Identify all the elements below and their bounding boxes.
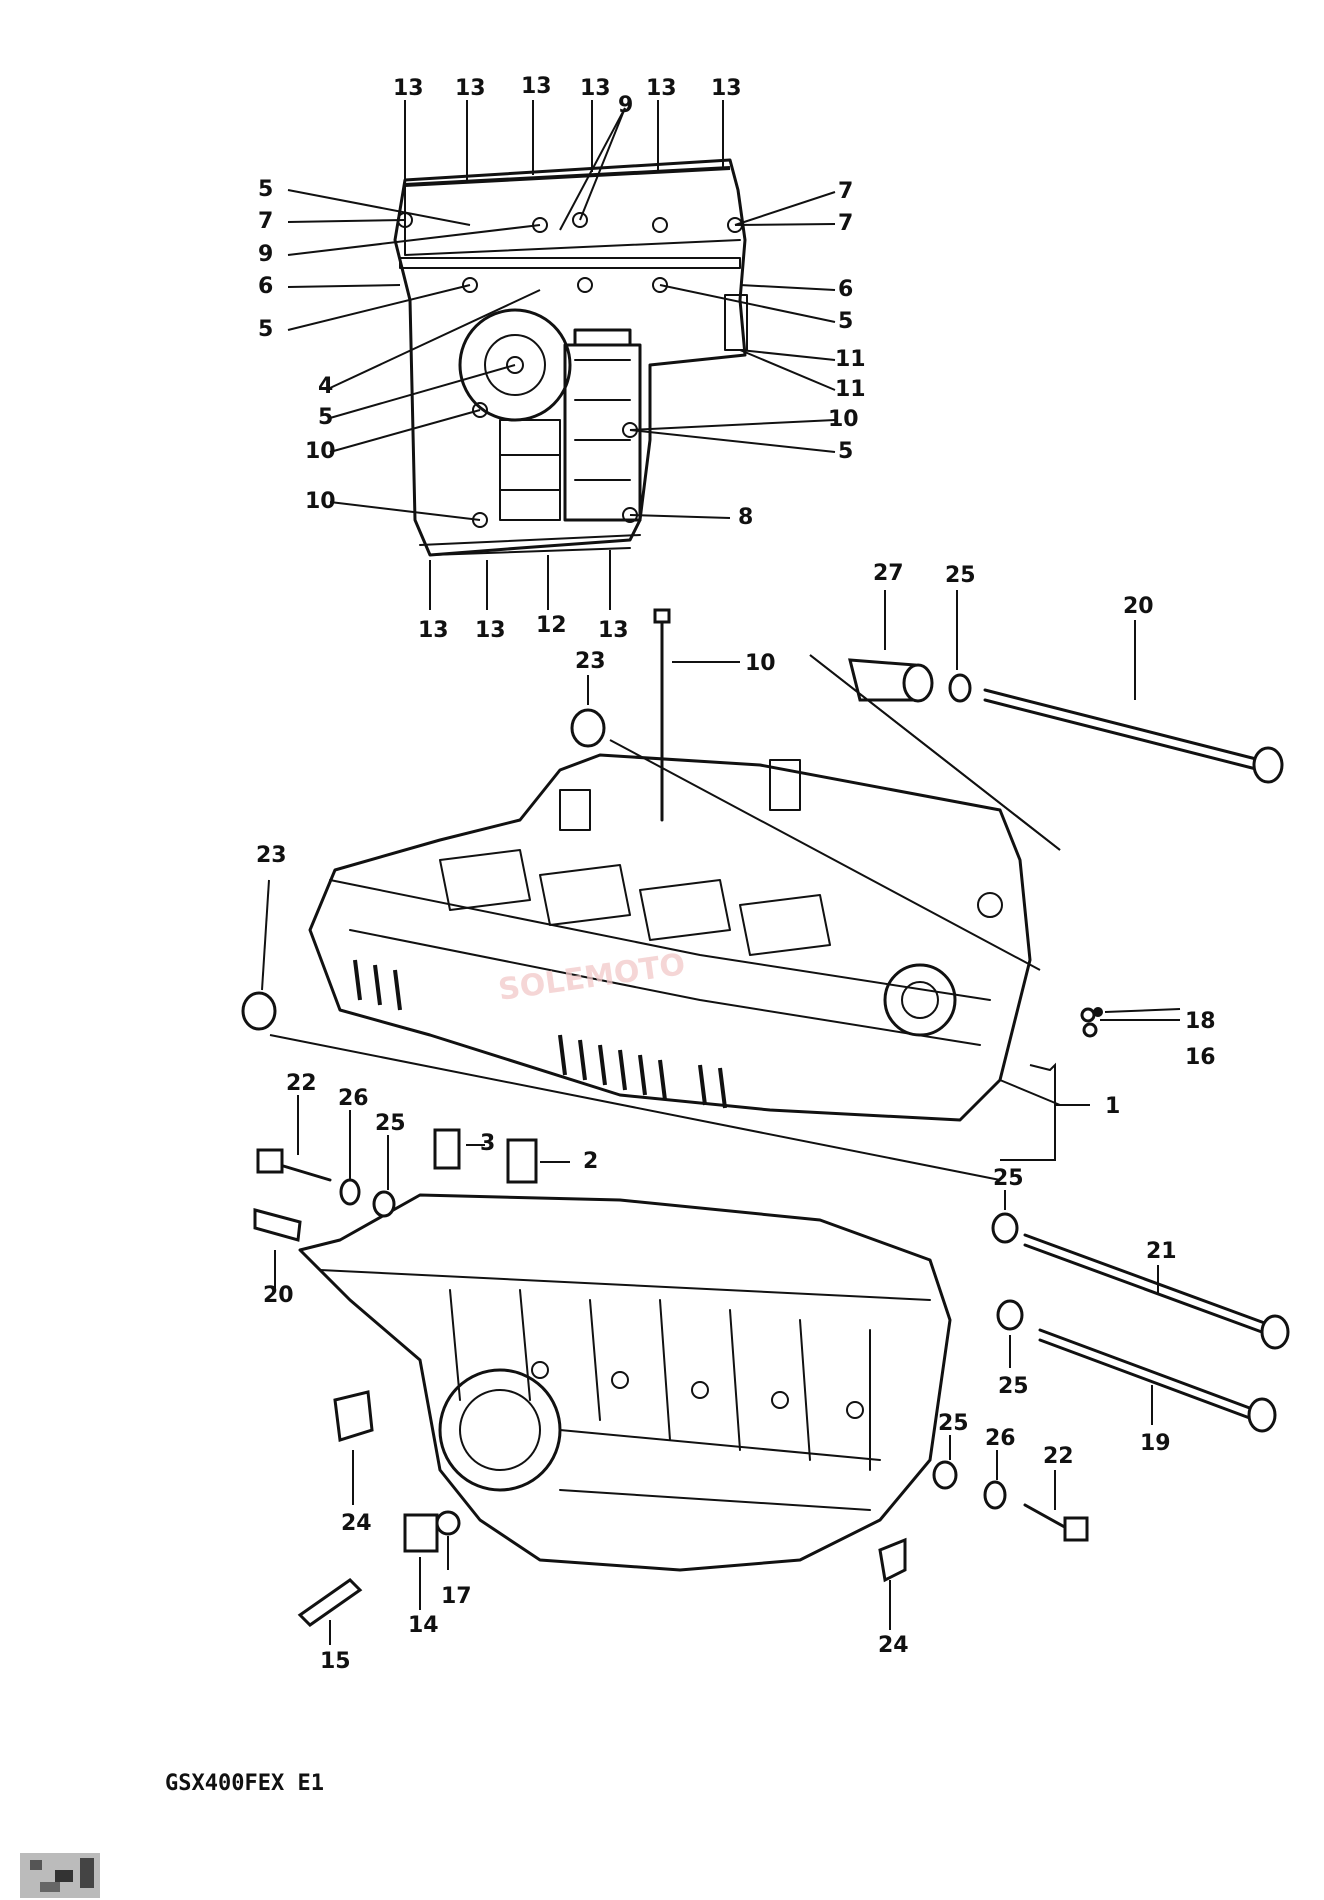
callout-6-b: 6 (838, 277, 853, 302)
callout-3: 3 (480, 1131, 495, 1156)
watermark: SOLEMOTO (496, 947, 687, 1008)
callout-9-a: 9 (618, 93, 633, 118)
callout-27: 27 (873, 561, 904, 586)
callout-15: 15 (320, 1649, 351, 1674)
callout-23-b: 23 (256, 843, 287, 868)
callout-25-d: 25 (998, 1374, 1029, 1399)
upper-crankcase (308, 753, 1032, 1122)
callout-5-c: 5 (318, 405, 333, 430)
scan-artifact (20, 1853, 100, 1898)
callout-10-a: 10 (305, 439, 336, 464)
callout-7-c: 7 (838, 211, 853, 236)
top-inset-callouts: 13 13 13 13 13 13 9 5 7 9 6 5 4 5 10 10 … (258, 74, 866, 643)
callout-9-b: 9 (258, 242, 273, 267)
callout-7-a: 7 (258, 209, 273, 234)
callout-5-b: 5 (258, 317, 273, 342)
callout-22-a: 22 (286, 1071, 317, 1096)
callout-25-a: 25 (945, 563, 976, 588)
callout-13-i: 13 (598, 618, 629, 643)
callout-6-a: 6 (258, 274, 273, 299)
callout-17: 17 (441, 1584, 472, 1609)
callout-22-b: 22 (1043, 1444, 1074, 1469)
main-callouts: 27 25 20 10 23 23 18 16 1 22 26 25 3 2 2… (256, 561, 1216, 1674)
callout-21: 21 (1146, 1239, 1177, 1264)
callout-5-a: 5 (258, 177, 273, 202)
callout-11-b: 11 (835, 377, 866, 402)
callout-13-g: 13 (418, 618, 449, 643)
callout-5-d: 5 (838, 309, 853, 334)
callout-10-c: 10 (828, 407, 859, 432)
callout-25-e: 25 (938, 1411, 969, 1436)
callout-20-a: 20 (1123, 594, 1154, 619)
callout-24-a: 24 (341, 1511, 372, 1536)
callout-14: 14 (408, 1613, 439, 1638)
lower-crankcase (298, 1193, 952, 1572)
callout-13-f: 13 (711, 76, 742, 101)
callout-19: 19 (1140, 1431, 1171, 1456)
callout-13-a: 13 (393, 76, 424, 101)
callout-13-d: 13 (580, 76, 611, 101)
callout-18: 18 (1185, 1009, 1216, 1034)
callout-8: 8 (738, 505, 753, 530)
crankcase-bottom-view (393, 158, 748, 557)
callout-12: 12 (536, 613, 567, 638)
callout-20-b: 20 (263, 1283, 294, 1308)
main-leaders (261, 590, 1181, 1645)
callout-5-e: 5 (838, 439, 853, 464)
callout-13-h: 13 (475, 618, 506, 643)
diagram-caption: GSX400FEX E1 (165, 1771, 324, 1796)
fastener-parts (241, 608, 1290, 1627)
callout-13-b: 13 (455, 76, 486, 101)
callout-24-b: 24 (878, 1633, 909, 1658)
callout-16: 16 (1185, 1045, 1216, 1070)
callout-23-a: 23 (575, 649, 606, 674)
callout-4: 4 (318, 374, 333, 399)
callout-2: 2 (583, 1149, 598, 1174)
callout-11-a: 11 (835, 347, 866, 372)
callout-13-e: 13 (646, 76, 677, 101)
top-inset-leaders (287, 100, 836, 610)
callout-13-c: 13 (521, 74, 552, 99)
callout-25-b: 25 (375, 1111, 406, 1136)
callout-10-b: 10 (305, 489, 336, 514)
callout-7-b: 7 (838, 179, 853, 204)
callout-25-c: 25 (993, 1166, 1024, 1191)
callout-26-b: 26 (985, 1426, 1016, 1451)
callout-26-a: 26 (338, 1086, 369, 1111)
callout-10-d: 10 (745, 651, 776, 676)
callout-1: 1 (1105, 1094, 1120, 1119)
